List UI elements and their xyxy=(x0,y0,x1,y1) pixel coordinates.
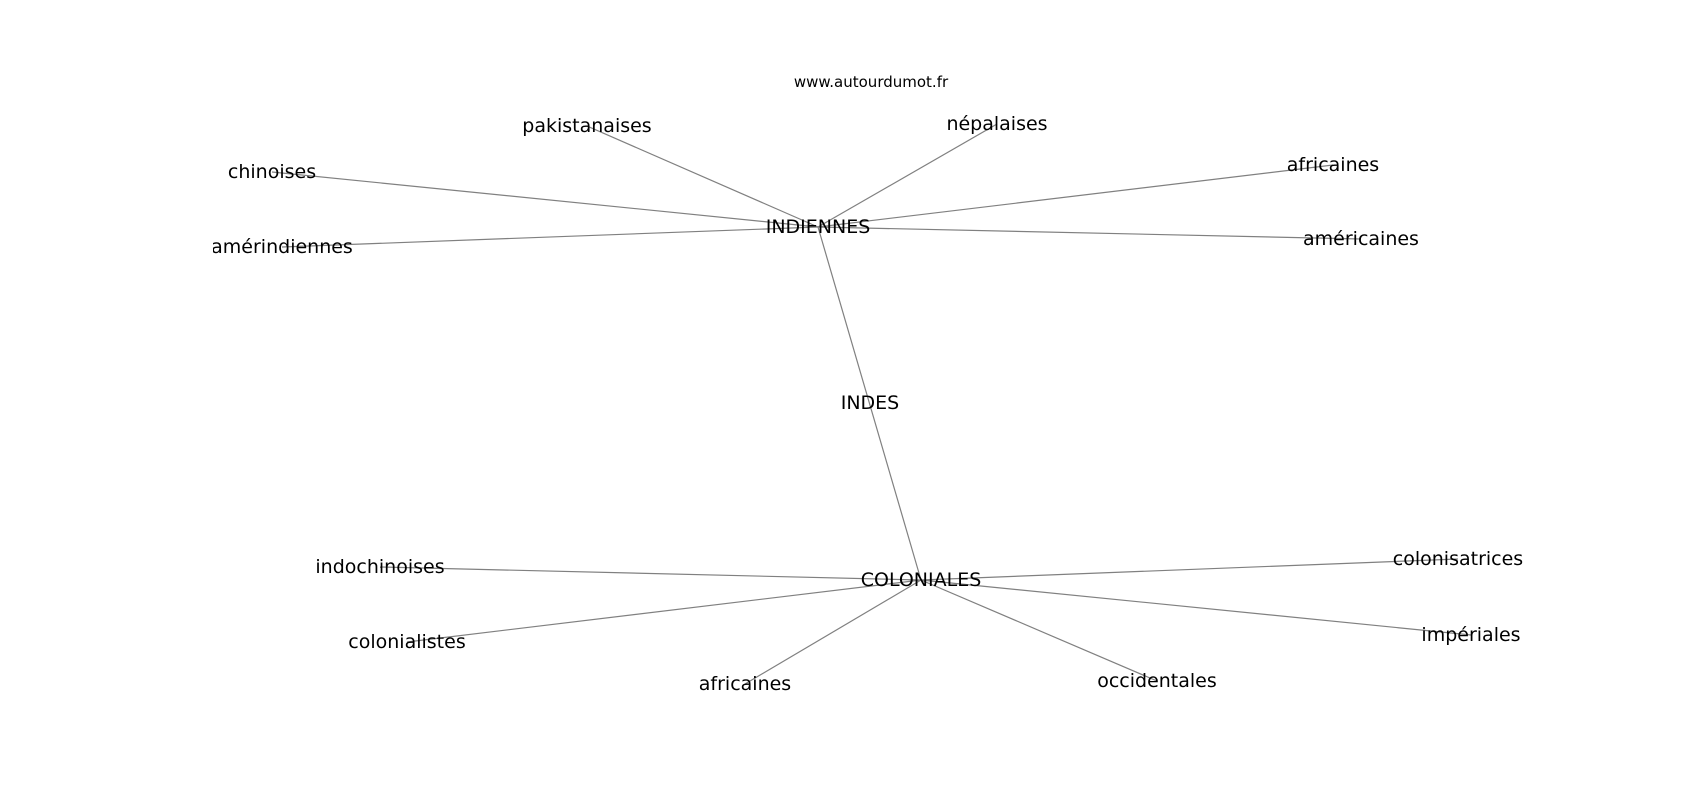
edge-coloniales-africaines-2 xyxy=(744,579,922,685)
node-label-indiennes: INDIENNES xyxy=(766,216,871,238)
edges-layer xyxy=(271,123,1472,685)
edge-indiennes-nepalaises xyxy=(817,123,998,228)
node-label-amerindiennes: amérindiennes xyxy=(211,236,353,258)
node-label-africaines-2: africaines xyxy=(699,673,791,695)
edge-coloniales-occidentales xyxy=(920,579,1158,682)
edge-coloniales-colonisatrices xyxy=(920,558,1459,581)
node-label-occidentales: occidentales xyxy=(1097,670,1217,692)
edge-coloniales-indochinoises xyxy=(379,566,922,581)
edge-coloniales-imperiales xyxy=(920,579,1472,636)
edge-coloniales-colonialistes xyxy=(406,579,922,643)
node-label-indochinoises: indochinoises xyxy=(315,556,444,578)
node-label-imperiales: impériales xyxy=(1421,624,1520,646)
edge-indiennes-americaines xyxy=(817,226,1362,240)
edge-indiennes-amerindiennes xyxy=(281,226,819,248)
edge-indiennes-coloniales xyxy=(817,226,922,581)
watermark-text: www.autourdumot.fr xyxy=(794,73,949,91)
node-label-coloniales: COLONIALES xyxy=(861,569,982,591)
node-label-africaines-1: africaines xyxy=(1287,154,1379,176)
node-label-nepalaises: népalaises xyxy=(946,113,1047,135)
node-label-colonisatrices: colonisatrices xyxy=(1393,548,1523,570)
edge-indiennes-pakistanaises xyxy=(586,125,819,228)
edge-indiennes-africaines-1 xyxy=(817,164,1334,228)
node-label-colonialistes: colonialistes xyxy=(348,631,465,653)
edge-indiennes-chinoises xyxy=(271,171,819,228)
nodes-layer: INDIENNES INDES COLONIALES pakistanaises nép… xyxy=(211,113,1523,695)
node-label-pakistanaises: pakistanaises xyxy=(522,115,651,137)
node-label-indes: INDES xyxy=(841,392,900,414)
node-label-americaines: américaines xyxy=(1303,228,1419,250)
node-label-chinoises: chinoises xyxy=(228,161,316,183)
